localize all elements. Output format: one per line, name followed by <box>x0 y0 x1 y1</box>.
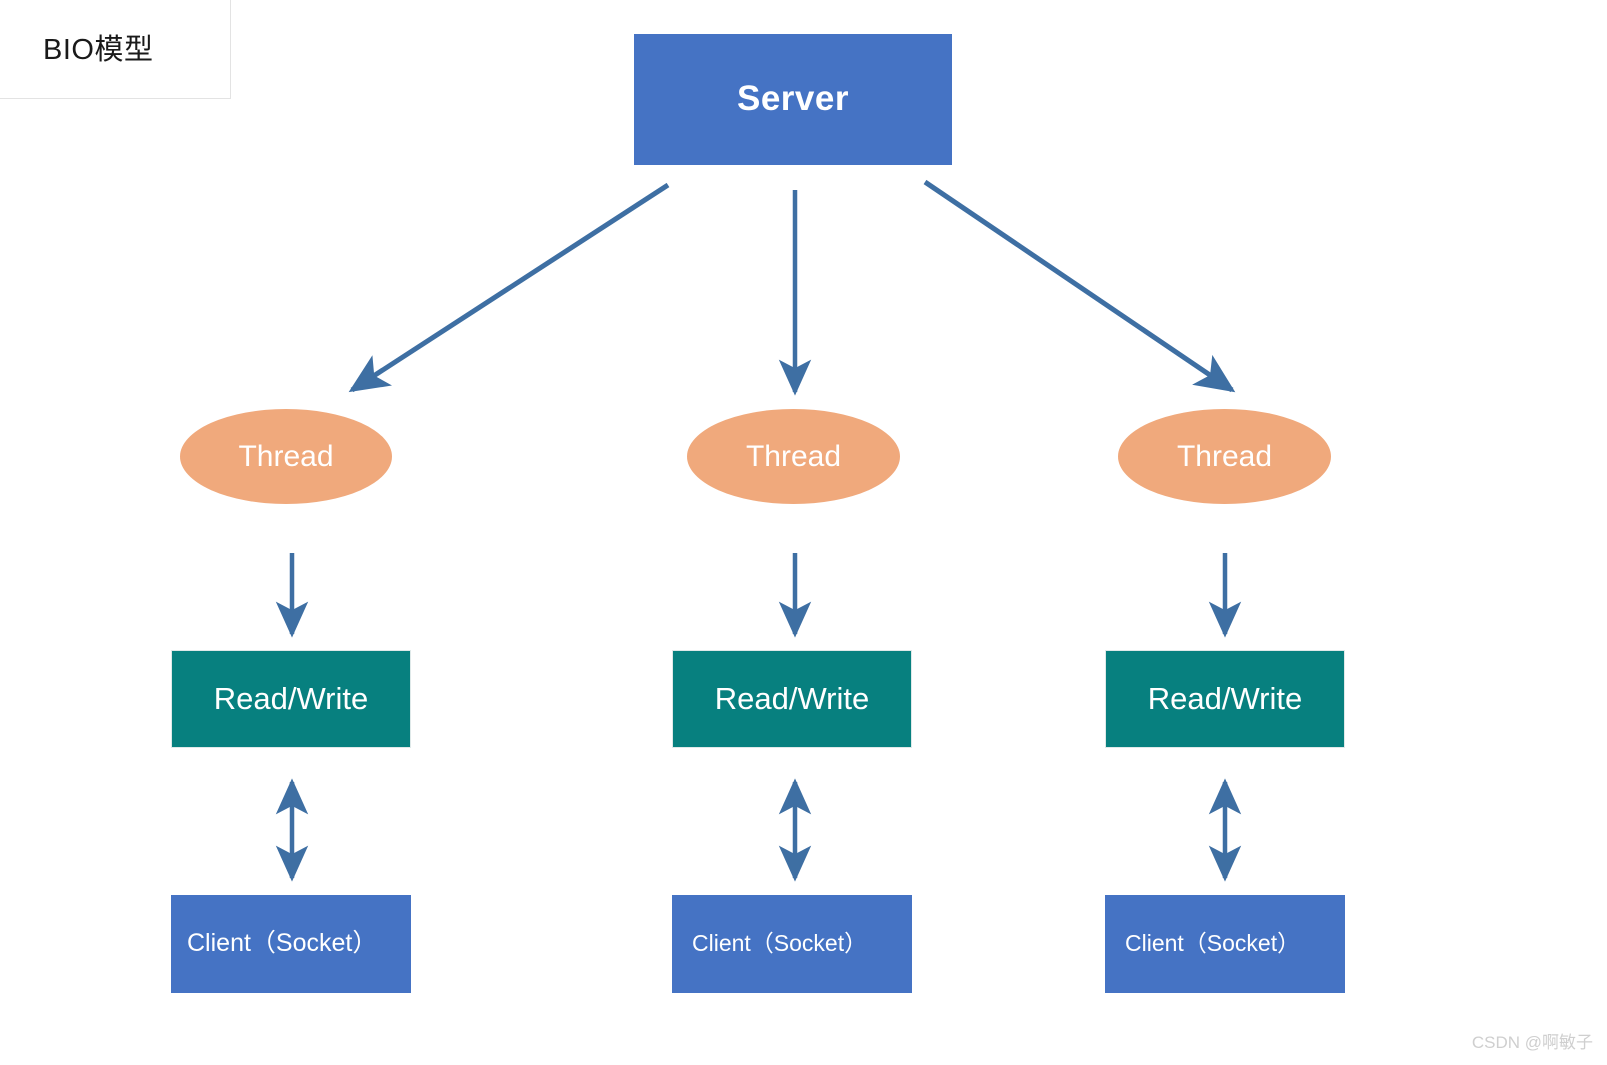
readwrite-label-2: Read/Write <box>714 680 870 716</box>
thread-node-3[interactable]: Thread <box>1118 409 1331 504</box>
thread-label-1: Thread <box>238 440 334 473</box>
watermark: CSDN @啊敏子 <box>1471 1033 1593 1052</box>
thread-node-1[interactable]: Thread <box>180 409 392 504</box>
client-label-2: Client（Socket） <box>692 930 868 957</box>
readwrite-node-2[interactable]: Read/Write <box>672 650 912 748</box>
server-node[interactable]: Server <box>634 34 952 165</box>
thread-label-3: Thread <box>1176 440 1273 473</box>
readwrite-node-1[interactable]: Read/Write <box>171 650 411 748</box>
readwrite-node-3[interactable]: Read/Write <box>1105 650 1345 748</box>
arrow-server-to-thread-3 <box>923 179 1236 393</box>
arrow-server-to-thread-1 <box>348 182 670 393</box>
thread-label-2: Thread <box>745 440 842 473</box>
client-node-1[interactable]: Client（Socket） <box>171 895 411 993</box>
title-card: BIO模型 <box>0 0 231 99</box>
client-label-1: Client（Socket） <box>187 929 378 958</box>
server-label: Server <box>737 79 849 119</box>
client-label-3: Client（Socket） <box>1125 930 1301 957</box>
client-node-2[interactable]: Client（Socket） <box>672 895 912 993</box>
readwrite-label-3: Read/Write <box>1147 680 1303 716</box>
client-node-3[interactable]: Client（Socket） <box>1105 895 1345 993</box>
page-title: BIO模型 <box>43 34 154 66</box>
readwrite-label-1: Read/Write <box>213 680 369 716</box>
thread-node-2[interactable]: Thread <box>687 409 900 504</box>
